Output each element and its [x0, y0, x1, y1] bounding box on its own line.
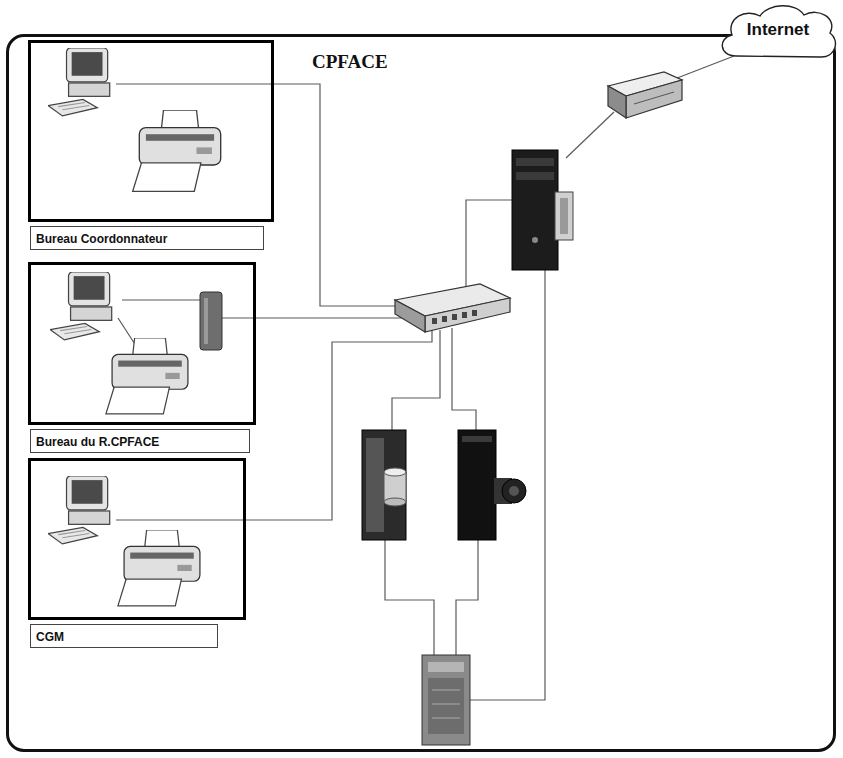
- site-title: CPFACE: [312, 51, 388, 73]
- internet-cloud: Internet: [716, 2, 840, 64]
- computer-icon: [50, 272, 112, 340]
- router-device: [608, 72, 682, 118]
- network-cable: [456, 540, 478, 655]
- room-label: CGM: [36, 630, 64, 644]
- network-cable: [385, 540, 434, 655]
- server-tower: [512, 150, 573, 270]
- network-cable: [392, 330, 440, 430]
- network-cable: [452, 328, 476, 430]
- network-cable: [466, 200, 512, 292]
- computer-icon: [48, 48, 110, 116]
- computer-icon: [48, 476, 110, 544]
- room-frame: [28, 40, 274, 222]
- network-cable: [222, 317, 428, 318]
- printer-icon: [133, 110, 221, 191]
- database-server: [362, 430, 406, 540]
- network-cable: [566, 112, 614, 158]
- room-label: Bureau du R.CPFACE: [36, 435, 159, 449]
- office-room: Bureau du R.CPFACE: [28, 262, 256, 453]
- backup-unit: [422, 655, 470, 745]
- printer-icon: [106, 338, 188, 414]
- network-cable: [672, 56, 734, 80]
- network-cable: [116, 84, 410, 306]
- room-frame: [28, 458, 246, 620]
- room-label-box: Bureau Coordonnateur: [30, 226, 264, 250]
- room-frame: [28, 262, 256, 425]
- office-room: CGM: [28, 458, 246, 648]
- printer-icon: [118, 530, 200, 606]
- cloud-outline: [722, 6, 835, 57]
- cloud-label: Internet: [747, 20, 809, 40]
- camera-server: [458, 430, 526, 540]
- office-room: Bureau Coordonnateur: [28, 40, 274, 250]
- site-boundary: CPFACE Bureau CoordonnateurBureau du R.CP…: [6, 34, 836, 752]
- modem-device: [204, 298, 208, 344]
- modem-device: [200, 292, 222, 350]
- room-label: Bureau Coordonnateur: [36, 232, 167, 246]
- room-label-box: CGM: [30, 624, 218, 648]
- network-switch: [395, 284, 510, 332]
- network-cable: [122, 299, 200, 300]
- room-label-box: Bureau du R.CPFACE: [30, 429, 250, 453]
